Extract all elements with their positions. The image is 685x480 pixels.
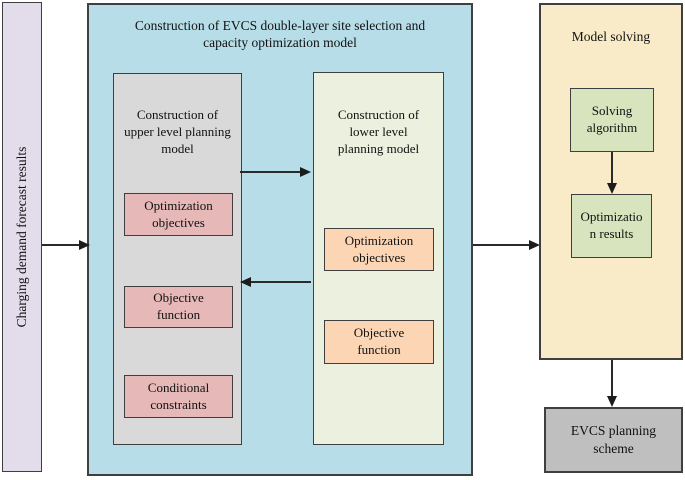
model-construction-box: Construction of EVCS double-layer site s…: [87, 3, 473, 476]
arrow-algorithm-to-results-head: [607, 183, 617, 194]
charging-demand-bar: Charging demand forecast results: [2, 2, 42, 472]
arrow-solving-to-scheme-line: [611, 360, 613, 397]
model-solving-title: Model solving: [571, 29, 651, 44]
upper-level-panel: Construction of upper level planning mod…: [113, 73, 242, 445]
arrow-lower-to-upper-head: [240, 277, 251, 287]
arrow-demand-to-construction-line: [42, 244, 80, 246]
lower-level-title: Construction of lower level planning mod…: [337, 107, 420, 156]
arrow-upper-to-lower-head: [300, 167, 311, 177]
model-solving-box: Model solving Solving algorithm Optimiza…: [539, 3, 683, 360]
evcs-planning-scheme-box: EVCS planning scheme: [544, 407, 683, 473]
arrow-algorithm-to-results-line: [611, 152, 613, 183]
model-construction-title: Construction of EVCS double-layer site s…: [134, 18, 426, 50]
lower-optimization-objectives-box: Optimization objectives: [324, 228, 434, 271]
arrow-upper-to-lower-line: [240, 171, 301, 173]
lower-objective-function-box: Objective function: [324, 320, 434, 364]
arrow-construction-to-solving-head: [529, 240, 540, 250]
lower-level-panel: Construction of lower level planning mod…: [313, 72, 444, 445]
upper-optimization-objectives-box: Optimization objectives: [124, 193, 233, 236]
arrow-solving-to-scheme-head: [607, 396, 617, 407]
optimization-results-box: Optimizatio n results: [571, 194, 652, 258]
upper-level-title: Construction of upper level planning mod…: [124, 107, 231, 156]
arrow-demand-to-construction-head: [79, 240, 90, 250]
upper-objective-function-box: Objective function: [124, 286, 233, 328]
arrow-construction-to-solving-line: [473, 244, 530, 246]
charging-demand-label: Charging demand forecast results: [14, 146, 29, 328]
arrow-lower-to-upper-line: [251, 281, 311, 283]
solving-algorithm-box: Solving algorithm: [570, 88, 654, 152]
conditional-constraints-box: Conditional constraints: [124, 375, 233, 418]
